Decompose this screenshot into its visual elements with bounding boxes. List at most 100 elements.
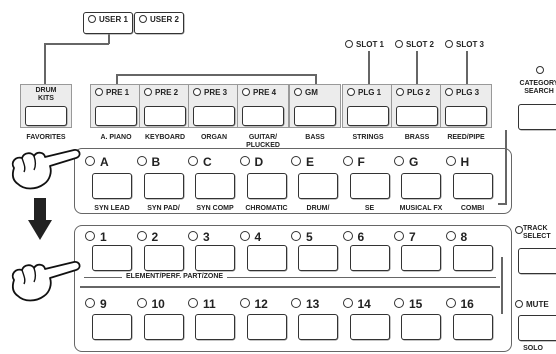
number-11-button[interactable] xyxy=(195,314,235,340)
group-a-button[interactable] xyxy=(92,173,132,199)
plg-1-button[interactable] xyxy=(347,106,389,126)
number-6-label-text: 6 xyxy=(358,230,365,244)
gm-label: GM xyxy=(294,88,318,98)
connector-line xyxy=(44,43,109,45)
plg-3-label: PLG 3 xyxy=(445,88,479,98)
number-4-label-text: 4 xyxy=(255,230,262,244)
led-indicator xyxy=(291,298,301,308)
group-g-button[interactable] xyxy=(401,173,441,199)
group-c-button[interactable] xyxy=(195,173,235,199)
group-b-label: B xyxy=(137,155,161,169)
number-13-label-text: 13 xyxy=(306,297,319,311)
number-10-label-text: 10 xyxy=(152,297,165,311)
led-indicator xyxy=(343,298,353,308)
slot-2-label: SLOT 2 xyxy=(395,40,434,50)
group-d-button[interactable] xyxy=(247,173,287,199)
number-15-label-text: 15 xyxy=(409,297,422,311)
group-h-button[interactable] xyxy=(453,173,493,199)
led-indicator xyxy=(445,40,453,48)
number-4-button[interactable] xyxy=(247,245,287,271)
connector-line xyxy=(466,51,468,85)
number-14-button[interactable] xyxy=(350,314,390,340)
track-select-button[interactable] xyxy=(518,248,556,274)
led-indicator xyxy=(396,88,404,96)
number-1-button[interactable] xyxy=(92,245,132,271)
down-arrow-icon xyxy=(28,198,52,242)
group-h-label: H xyxy=(446,155,470,169)
number-10-button[interactable] xyxy=(144,314,184,340)
number-4-label: 4 xyxy=(240,230,262,244)
group-b-button[interactable] xyxy=(144,173,184,199)
drum-kits-label: DRUM KITS xyxy=(28,87,64,103)
connector-line xyxy=(44,43,46,85)
number-11-label: 11 xyxy=(188,297,216,311)
number-12-label-text: 12 xyxy=(255,297,268,311)
number-16-label: 16 xyxy=(446,297,474,311)
pointing-hand-icon xyxy=(4,140,88,196)
led-indicator xyxy=(188,156,198,166)
number-15-button[interactable] xyxy=(401,314,441,340)
led-indicator xyxy=(291,156,301,166)
reed-pipe-caption: REED/PIPE xyxy=(440,134,492,142)
led-indicator xyxy=(137,298,147,308)
connector-line xyxy=(108,33,110,44)
group-f-button[interactable] xyxy=(350,173,390,199)
led-indicator xyxy=(445,88,453,96)
number-7-button[interactable] xyxy=(401,245,441,271)
pre-1-label: PRE 1 xyxy=(95,88,129,98)
led-indicator xyxy=(394,156,404,166)
group-e-label-text: E xyxy=(306,155,314,169)
number-9-button[interactable] xyxy=(92,314,132,340)
mute-button[interactable] xyxy=(518,315,556,341)
keyboard-caption: KEYBOARD xyxy=(139,134,191,142)
bass-caption: BASS xyxy=(289,134,341,142)
led-indicator xyxy=(193,88,201,96)
led-indicator xyxy=(291,231,301,241)
pointing-hand-icon xyxy=(4,252,88,308)
led-indicator xyxy=(515,226,523,234)
plg-1-label: PLG 1 xyxy=(347,88,381,98)
group-c-label-text: C xyxy=(203,155,212,169)
pre-4-button[interactable] xyxy=(242,106,284,126)
number-13-button[interactable] xyxy=(298,314,338,340)
group-e-button[interactable] xyxy=(298,173,338,199)
scroll-guide xyxy=(501,257,503,314)
number-14-label-text: 14 xyxy=(358,297,371,311)
category-search-label-line2: SEARCH xyxy=(514,88,556,96)
number-12-button[interactable] xyxy=(247,314,287,340)
number-14-label: 14 xyxy=(343,297,371,311)
user-2-label: USER 2 xyxy=(139,15,179,25)
plg-2-label: PLG 2 xyxy=(396,88,430,98)
number-9-label-text: 9 xyxy=(100,297,107,311)
connector-line xyxy=(416,51,418,85)
number-16-button[interactable] xyxy=(453,314,493,340)
number-5-button[interactable] xyxy=(298,245,338,271)
pre-3-button[interactable] xyxy=(193,106,235,126)
mute-label: MUTE xyxy=(515,300,549,310)
pre-2-button[interactable] xyxy=(144,106,186,126)
plg-2-button[interactable] xyxy=(396,106,438,126)
number-13-label: 13 xyxy=(291,297,319,311)
group-f-label-text: F xyxy=(358,155,365,169)
slot-3-label: SLOT 3 xyxy=(445,40,484,50)
number-12-label: 12 xyxy=(240,297,268,311)
number-5-label-text: 5 xyxy=(306,230,313,244)
number-2-button[interactable] xyxy=(144,245,184,271)
section-divider xyxy=(80,286,500,288)
connector-line xyxy=(368,51,370,85)
number-1-label: 1 xyxy=(85,230,107,244)
number-3-button[interactable] xyxy=(195,245,235,271)
pre-1-button[interactable] xyxy=(95,106,137,126)
group-e-label: E xyxy=(291,155,314,169)
number-16-label-text: 16 xyxy=(461,297,474,311)
led-indicator xyxy=(240,231,250,241)
plg-3-button[interactable] xyxy=(445,106,487,126)
category-search-button[interactable] xyxy=(518,104,556,130)
number-8-button[interactable] xyxy=(453,245,493,271)
user-1-label: USER 1 xyxy=(88,15,128,25)
gm-button[interactable] xyxy=(294,106,336,126)
number-6-button[interactable] xyxy=(350,245,390,271)
led-indicator xyxy=(139,15,147,23)
drum-kits-button[interactable] xyxy=(25,106,67,126)
